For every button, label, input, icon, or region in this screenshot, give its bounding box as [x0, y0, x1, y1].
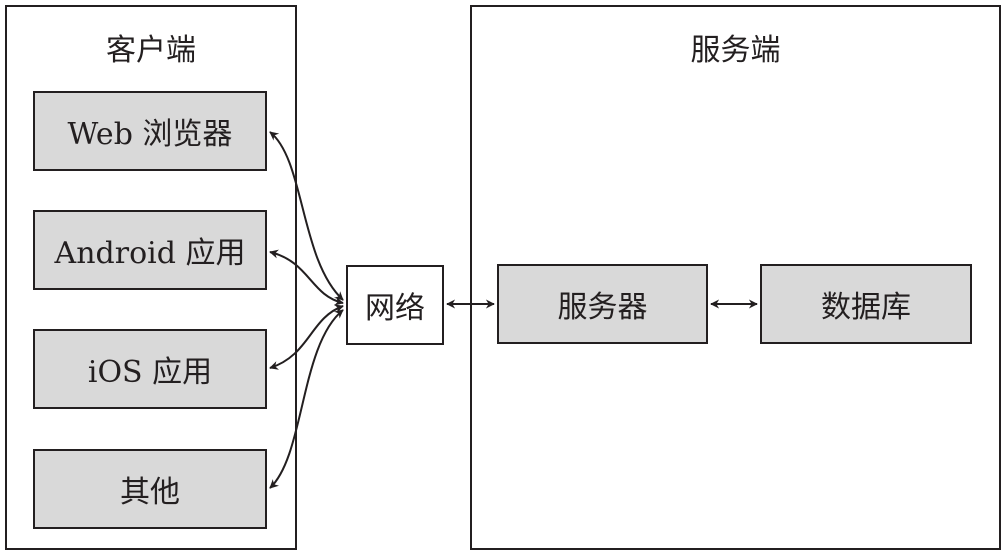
client-item-web-browser: Web 浏览器	[33, 91, 267, 171]
network-node: 网络	[346, 265, 444, 345]
client-panel-title: 客户端	[106, 33, 196, 68]
client-item-android-app: Android 应用	[33, 210, 267, 290]
server-node: 服务器	[497, 264, 708, 344]
database-node: 数据库	[760, 264, 972, 344]
client-item-ios-app: iOS 应用	[33, 329, 267, 409]
server-panel-title: 服务端	[690, 33, 781, 68]
client-item-other: 其他	[33, 449, 267, 529]
